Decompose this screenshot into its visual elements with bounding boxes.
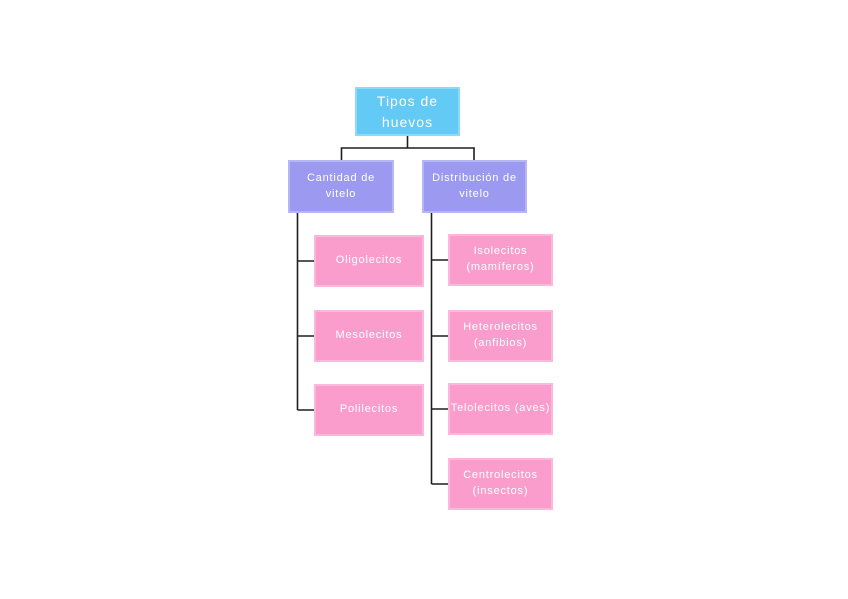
connector-right-rail (430, 213, 448, 485)
node-tipos-de-huevos: Tipos de huevos (355, 87, 460, 136)
node-distribucion-de-vitelo: Distribución de vitelo (422, 160, 527, 213)
node-telolecitos-aves: Telolecitos (aves) (448, 383, 553, 435)
connector-left-rail (296, 213, 314, 411)
node-polilecitos: Polilecitos (314, 384, 424, 436)
node-cantidad-de-vitelo: Cantidad de vitelo (288, 160, 394, 213)
node-centrolecitos-insectos: Centrolecitos (insectos) (448, 458, 553, 510)
node-oligolecitos: Oligolecitos (314, 235, 424, 287)
node-heterolecitos-anfibios: Heterolecitos (anfibios) (448, 310, 553, 362)
connector-root-to-branches (340, 136, 475, 160)
node-isolecitos-mamiferos: Isolecitos (mamíferos) (448, 234, 553, 286)
node-mesolecitos: Mesolecitos (314, 310, 424, 362)
